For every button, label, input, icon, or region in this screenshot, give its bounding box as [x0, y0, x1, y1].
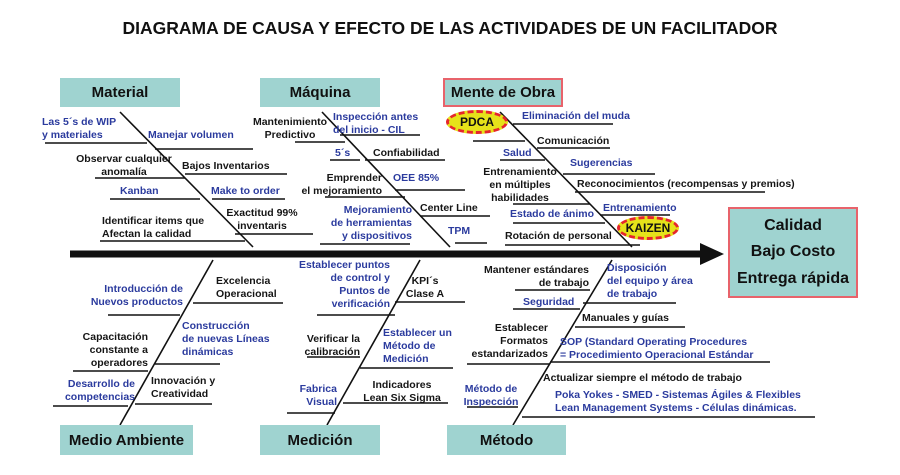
cause-label: Establecer puntos de control y Puntos de…: [298, 259, 390, 310]
cause-label: Poka Yokes - SMED - Sistemas Ágiles & Fl…: [555, 389, 801, 414]
effect-item: Bajo Costo: [750, 243, 836, 261]
cause-label: Capacitación constante a operadores: [82, 331, 148, 369]
cause-label: Verificar la calibración: [304, 333, 360, 358]
cause-label: Bajos Inventarios: [182, 160, 270, 172]
bone-material: [119, 111, 254, 248]
bone-metodo: [512, 259, 613, 426]
cause-label: Establecer Formatos estandarizados: [471, 322, 548, 360]
cause-label: Mantenimiento Predictivo: [252, 116, 328, 141]
diagram-title: DIAGRAMA DE CAUSA Y EFECTO DE LAS ACTIVI…: [122, 18, 778, 38]
pdca-badge: PDCA: [446, 110, 508, 134]
cause-label: Mantener estándares de trabajo: [483, 264, 589, 289]
cause-label: Exactitud 99% inventaris: [226, 207, 298, 232]
cause-label: Seguridad: [523, 296, 575, 308]
cause-label: Center Line: [420, 202, 478, 214]
cause-label: Emprender el mejoramiento: [301, 172, 382, 197]
cause-label: Innovación y Creatividad: [151, 375, 216, 400]
effect-box: Calidad Bajo Costo Entrega rápida: [728, 207, 858, 298]
category-metodo: Método: [447, 425, 566, 455]
cause-label: Introducción de Nuevos productos: [90, 283, 183, 308]
spine-arrowhead: [700, 243, 724, 265]
cause-label: OEE 85%: [393, 172, 440, 184]
category-material: Material: [60, 78, 180, 107]
cause-label: Indicadores Lean Six Sigma: [363, 379, 441, 404]
cause-label: Disposición del equipo y área de trabajo: [607, 262, 693, 300]
cause-label: Salud: [503, 147, 532, 159]
cause-label: Eliminación del muda: [522, 110, 630, 122]
kaizen-badge: KAIZEN: [617, 216, 679, 240]
cause-label: Construcción de nuevas Líneas dinámicas: [182, 320, 270, 358]
cause-label: Las 5´s de WIP y materiales: [42, 116, 117, 141]
cause-label: Comunicación: [537, 135, 610, 147]
bone-medio-ambiente: [119, 259, 214, 426]
effect-item: Entrega rápida: [736, 269, 850, 287]
cause-label: SOP (Standard Operating Procedures = Pro…: [560, 336, 754, 361]
cause-label: Manuales y guías: [582, 312, 669, 324]
effect-item: Calidad: [764, 217, 822, 235]
cause-label: Entrenamiento: [603, 202, 677, 214]
cause-label: Rotación de personal: [505, 230, 612, 242]
category-medio-ambiente: Medio Ambiente: [60, 425, 193, 455]
cause-label: Manejar volumen: [148, 129, 234, 141]
cause-label: Excelencia Operacional: [216, 275, 277, 300]
cause-label: TPM: [448, 225, 471, 237]
bone-medicion: [326, 259, 421, 426]
cause-label: KPI´s Clase A: [405, 275, 445, 300]
cause-label: Entrenamiento en múltiples habilidades: [483, 166, 557, 204]
cause-label: Actualizar siempre el método de trabajo: [543, 372, 742, 384]
cause-label: Estado de ánimo: [510, 208, 595, 220]
cause-label: Observar cualquier anomalía: [76, 153, 172, 178]
category-mente-de-obra: Mente de Obra: [443, 78, 563, 107]
bone-mente-de-obra: [499, 111, 633, 248]
cause-label: Fabrica Visual: [299, 383, 337, 408]
cause-label: Make to order: [211, 185, 280, 197]
cause-label: Reconocimientos (recompensas y premios): [577, 178, 795, 190]
cause-label: Mejoramiento de herramientas y dispositi…: [330, 204, 412, 242]
cause-label: Desarrollo de competencias: [64, 378, 135, 403]
cause-label: Kanban: [120, 185, 159, 197]
cause-label: Identificar items que Afectan la calidad: [102, 215, 205, 240]
cause-label: 5´s: [335, 147, 351, 159]
category-medicion: Medición: [260, 425, 380, 455]
cause-label: Establecer un Método de Medición: [383, 327, 452, 365]
cause-label: Sugerencias: [570, 157, 633, 169]
cause-label: Inspección antes del inicio - CIL: [333, 111, 419, 136]
category-maquina: Máquina: [260, 78, 380, 107]
cause-label: Confiabilidad: [373, 147, 440, 159]
cause-label: Método de Inspección: [463, 383, 519, 408]
